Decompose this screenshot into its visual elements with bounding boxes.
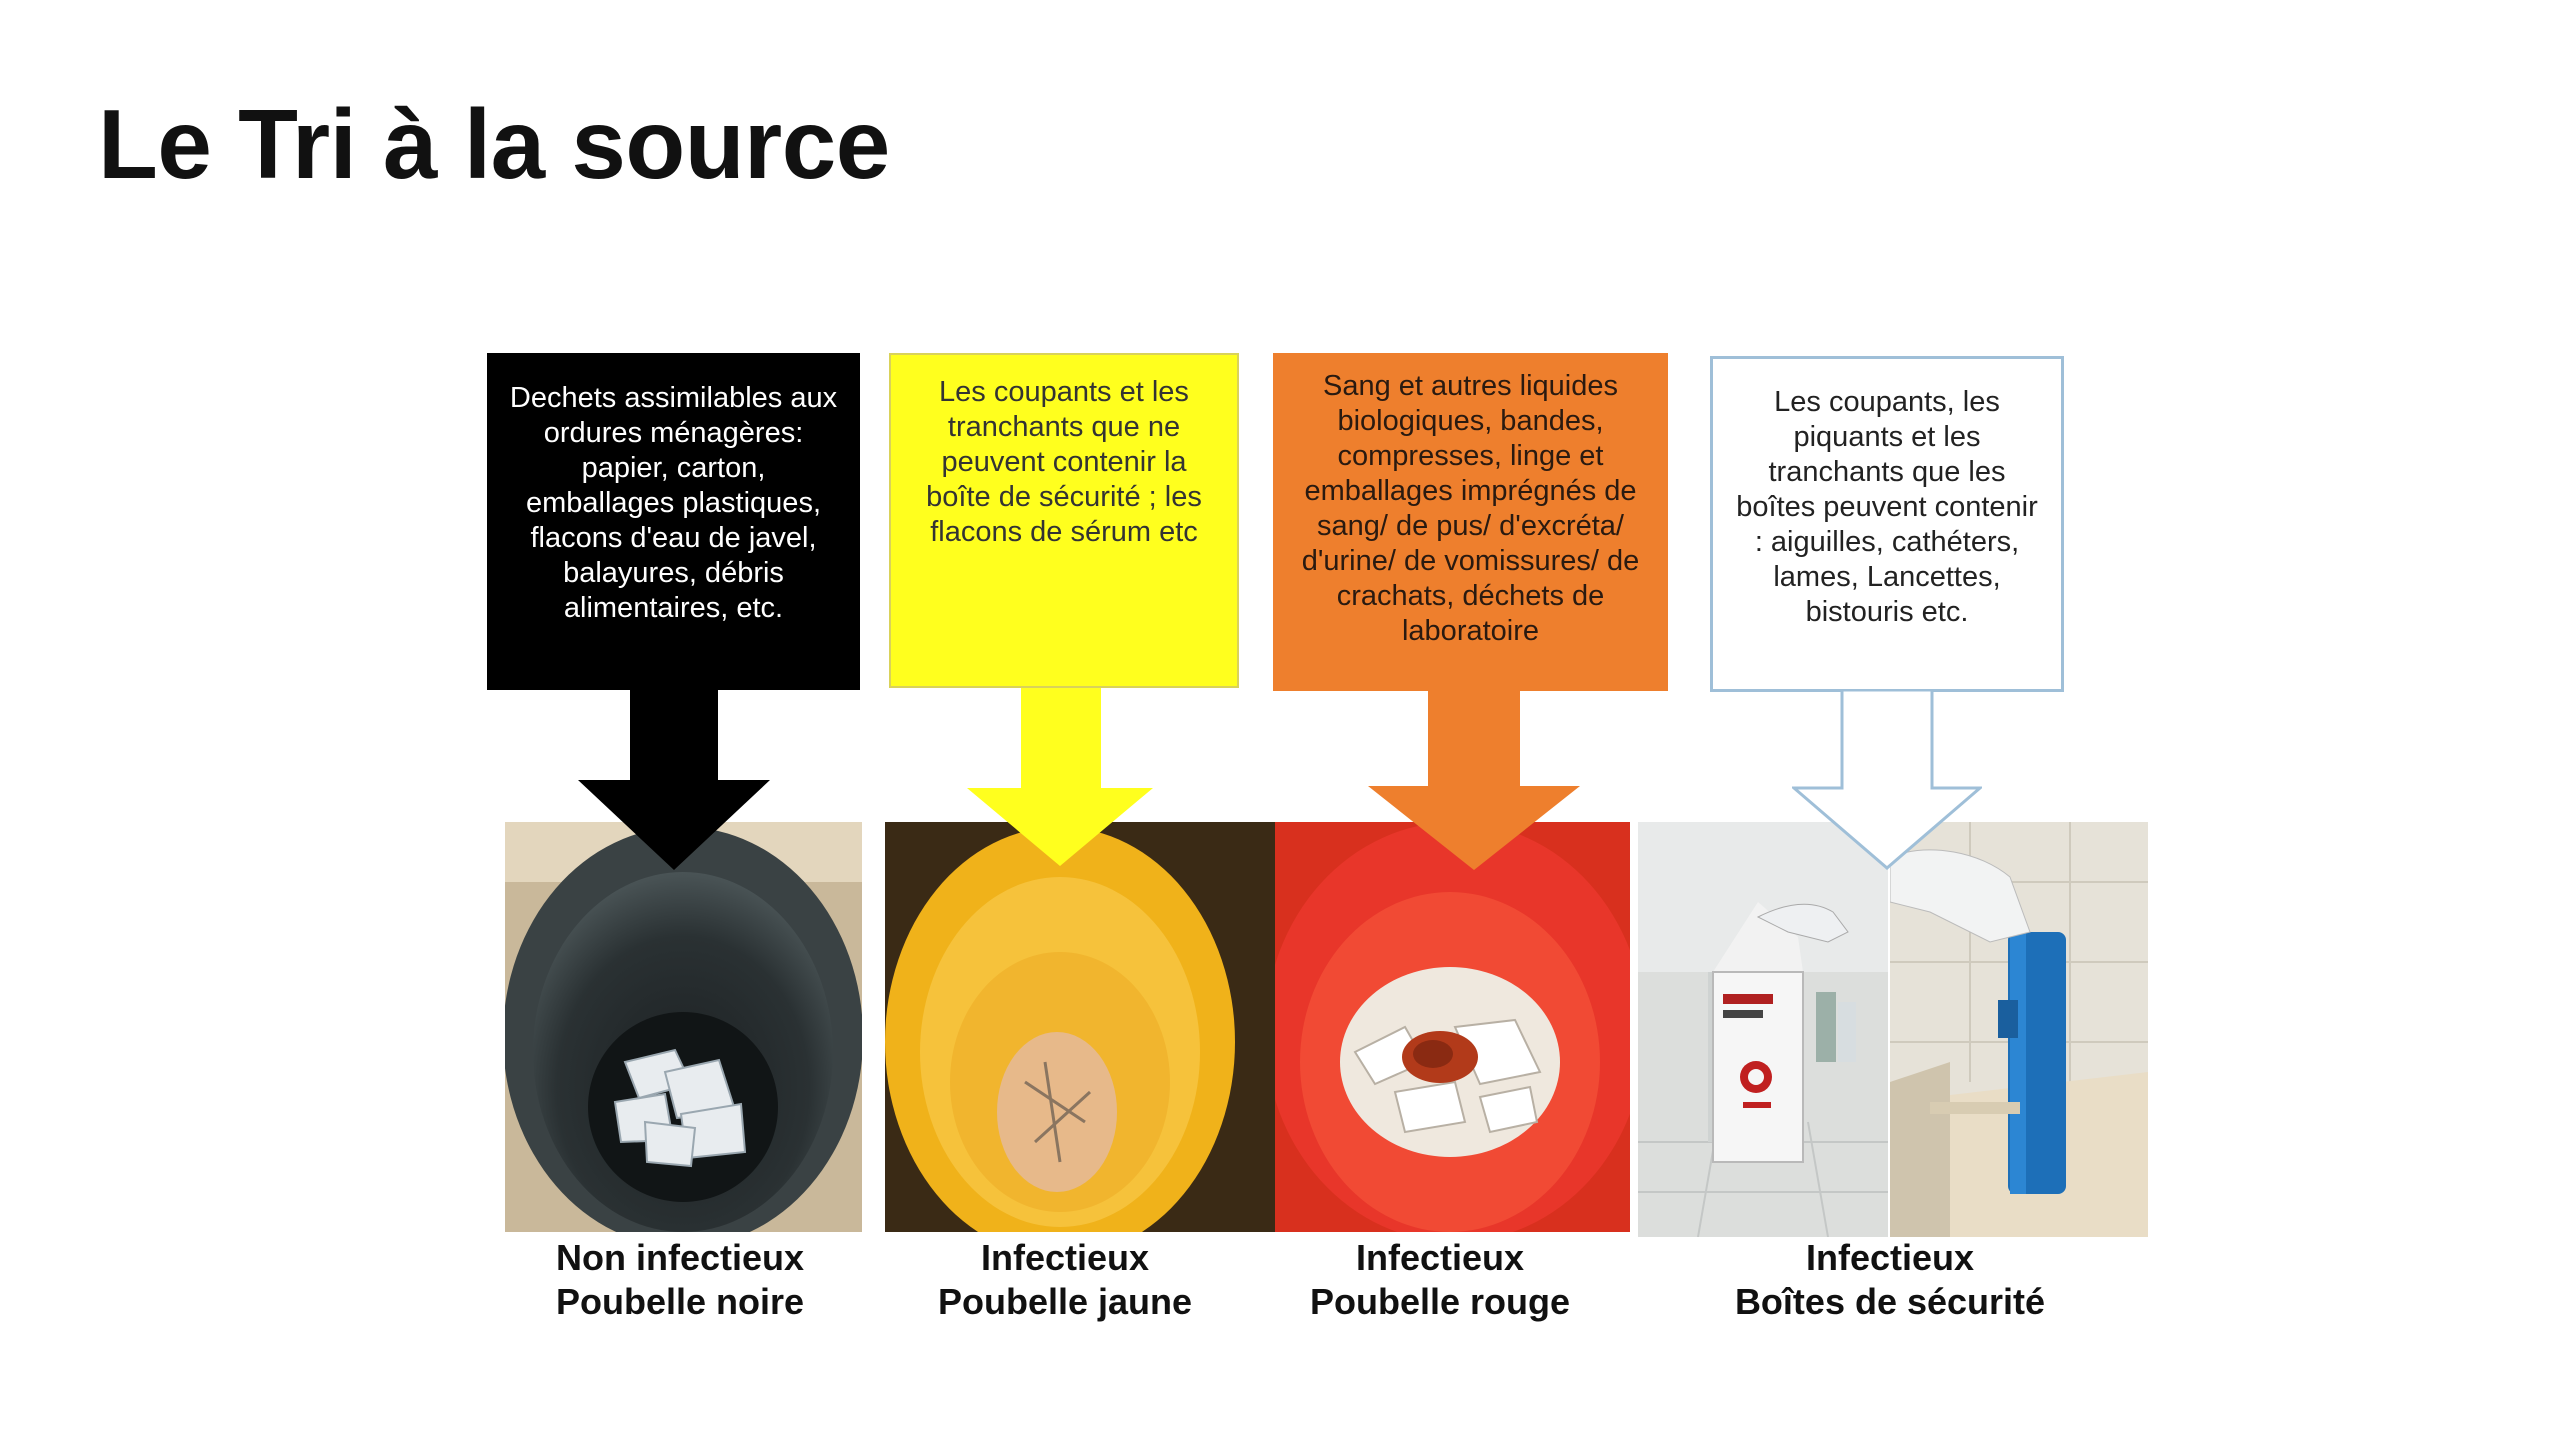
caption-black-bin-line1: Non infectieux xyxy=(555,1237,805,1278)
caption-black-bin: Non infectieux Poubelle noire xyxy=(495,1236,865,1324)
caption-safety-box-line1: Infectieux xyxy=(1805,1237,1975,1278)
white-arrow-icon xyxy=(1792,690,1982,870)
yellow-bin-image xyxy=(885,822,1275,1232)
safety-box-image-right xyxy=(1890,822,2148,1237)
caption-yellow-bin-line2: Poubelle jaune xyxy=(937,1281,1193,1322)
safety-box-description-box: Les coupants, les piquants et les tranch… xyxy=(1710,356,2064,692)
yellow-bin-photo xyxy=(885,822,1275,1232)
yellow-bin-description-box: Les coupants et les tranchants que ne pe… xyxy=(889,353,1239,688)
caption-safety-box-line2: Boîtes de sécurité xyxy=(1734,1281,2046,1322)
safety-box-image-left xyxy=(1638,822,1888,1237)
caption-yellow-bin-line1: Infectieux xyxy=(980,1237,1150,1278)
caption-red-bin-line2: Poubelle rouge xyxy=(1309,1281,1571,1322)
safety-box-photo-right xyxy=(1890,822,2148,1237)
red-bin-photo xyxy=(1275,822,1630,1232)
caption-red-bin-line1: Infectieux xyxy=(1355,1237,1525,1278)
yellow-arrow-icon xyxy=(967,688,1153,866)
black-bin-photo xyxy=(505,822,862,1232)
black-bin-description-box: Dechets assimilables aux ordures ménagèr… xyxy=(487,353,860,690)
red-bin-description-box: Sang et autres liquides biologiques, ban… xyxy=(1273,353,1668,691)
caption-black-bin-line2: Poubelle noire xyxy=(555,1281,805,1322)
slide-title: Le Tri à la source xyxy=(98,89,890,199)
black-bin-image xyxy=(505,822,862,1232)
caption-yellow-bin: Infectieux Poubelle jaune xyxy=(880,1236,1250,1324)
black-arrow-icon xyxy=(578,688,770,870)
safety-box-photo-left xyxy=(1638,822,1888,1237)
caption-red-bin: Infectieux Poubelle rouge xyxy=(1255,1236,1625,1324)
caption-safety-box: Infectieux Boîtes de sécurité xyxy=(1680,1236,2100,1324)
red-bin-image xyxy=(1275,822,1630,1232)
orange-arrow-icon xyxy=(1368,690,1580,870)
